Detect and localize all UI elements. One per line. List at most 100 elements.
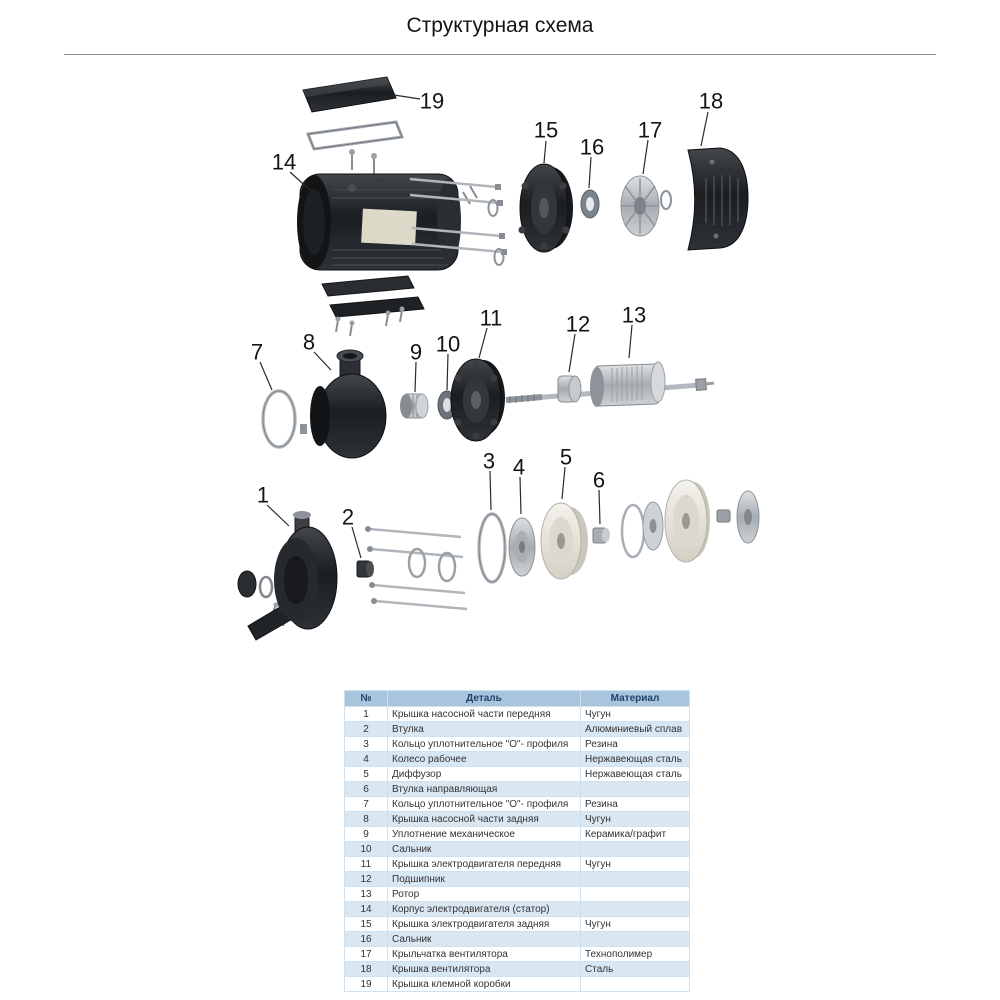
cell-part: Кольцо уплотнительное "О"- профиля: [387, 736, 581, 752]
cell-part: Втулка: [387, 721, 581, 737]
page-title: Структурная схема: [406, 14, 594, 37]
cell-material: Нержавеющая сталь: [580, 751, 690, 767]
part-fan-cover: [687, 147, 749, 251]
cell-part: Уплотнение механическое: [387, 826, 581, 842]
cell-part: Подшипник: [387, 871, 581, 887]
cell-num: 15: [344, 916, 388, 932]
cell-material: Нержавеющая сталь: [580, 766, 690, 782]
part-motor-housing: [297, 173, 478, 271]
cell-material: Керамика/графит: [580, 826, 690, 842]
cell-part: Крышка клемной коробки: [387, 976, 581, 992]
cell-num: 1: [344, 706, 388, 722]
callouts: 1 2 3 4 5 6 7 8 9 10 11 12 13 14 15 16 1…: [251, 89, 723, 559]
callout-label-7: 7: [251, 340, 263, 365]
callout-label-1: 1: [257, 483, 269, 508]
cell-num: 5: [344, 766, 388, 782]
part-guide-bushing: [592, 527, 610, 544]
cell-part: Колесо рабочее: [387, 751, 581, 767]
part-fan-impeller: [620, 175, 672, 237]
callout-label-9: 9: [410, 340, 422, 365]
cell-material: [580, 841, 690, 857]
cell-material: Сталь: [580, 961, 690, 977]
part-motor-rear-cover: [518, 163, 573, 253]
title-divider: [64, 54, 936, 55]
callout-19: 19: [393, 89, 444, 114]
part-pump-tie-rods: [365, 526, 468, 611]
part-diffuser: [540, 502, 588, 580]
part-rotor-shaft: [505, 361, 715, 407]
callout-6: 6: [593, 468, 605, 525]
part-pump-front-cover: [237, 511, 338, 641]
diagram-svg: 1 2 3 4 5 6 7 8 9 10 11 12 13 14 15 16 1…: [237, 76, 760, 641]
col-header-part: Деталь: [387, 690, 581, 707]
cell-material: Чугун: [580, 916, 690, 932]
part-stage-components: [620, 479, 760, 563]
cell-num: 17: [344, 946, 388, 962]
cell-part: Крышка вентилятора: [387, 961, 581, 977]
callout-label-16: 16: [580, 135, 604, 160]
cell-material: Чугун: [580, 856, 690, 872]
callout-12: 12: [566, 312, 590, 373]
cell-part: Крышка насосной части передняя: [387, 706, 581, 722]
callout-8: 8: [303, 330, 332, 371]
part-terminal-gasket: [305, 120, 405, 151]
cell-material: Резина: [580, 736, 690, 752]
callout-label-11: 11: [480, 306, 503, 331]
part-terminal-box-cover: [302, 76, 397, 113]
callout-label-17: 17: [638, 118, 662, 143]
part-motor-tie-bolts: [409, 177, 507, 266]
cell-material: [580, 901, 690, 917]
callout-5: 5: [560, 445, 572, 500]
part-o-ring-front: [477, 512, 507, 584]
cell-material: [580, 871, 690, 887]
cell-material: [580, 781, 690, 797]
cell-part: Ротор: [387, 886, 581, 902]
col-header-material: Материал: [580, 690, 690, 707]
callout-label-2: 2: [342, 505, 354, 530]
cell-num: 4: [344, 751, 388, 767]
callout-label-5: 5: [560, 445, 572, 470]
cell-part: Сальник: [387, 841, 581, 857]
cell-num: 14: [344, 901, 388, 917]
cell-num: 18: [344, 961, 388, 977]
callout-9: 9: [410, 340, 422, 393]
exploded-diagram: 1 2 3 4 5 6 7 8 9 10 11 12 13 14 15 16 1…: [0, 58, 1000, 688]
cell-part: Сальник: [387, 931, 581, 947]
callout-label-8: 8: [303, 330, 315, 355]
cell-part: Корпус электродвигателя (статор): [387, 901, 581, 917]
cell-num: 3: [344, 736, 388, 752]
callout-13: 13: [622, 303, 646, 359]
callout-label-3: 3: [483, 449, 495, 474]
callout-1: 1: [257, 483, 290, 527]
part-impeller: [508, 517, 536, 577]
callout-16: 16: [580, 135, 604, 189]
part-motor-feet: [321, 275, 425, 337]
part-pump-rear-cover: [300, 349, 387, 459]
callout-17: 17: [638, 118, 662, 175]
cell-material: Технополимер: [580, 946, 690, 962]
callout-label-18: 18: [699, 89, 723, 114]
callout-4: 4: [513, 455, 525, 515]
cell-part: Крыльчатка вентилятора: [387, 946, 581, 962]
part-mechanical-seal: [400, 393, 429, 419]
cell-part: Кольцо уплотнительное "О"- профиля: [387, 796, 581, 812]
callout-2: 2: [342, 505, 362, 559]
callout-label-4: 4: [513, 455, 525, 480]
callout-label-14: 14: [272, 150, 296, 175]
part-motor-front-cover: [450, 358, 505, 442]
callout-7: 7: [251, 340, 273, 391]
part-o-ring-rear: [261, 389, 297, 449]
cell-material: [580, 976, 690, 992]
